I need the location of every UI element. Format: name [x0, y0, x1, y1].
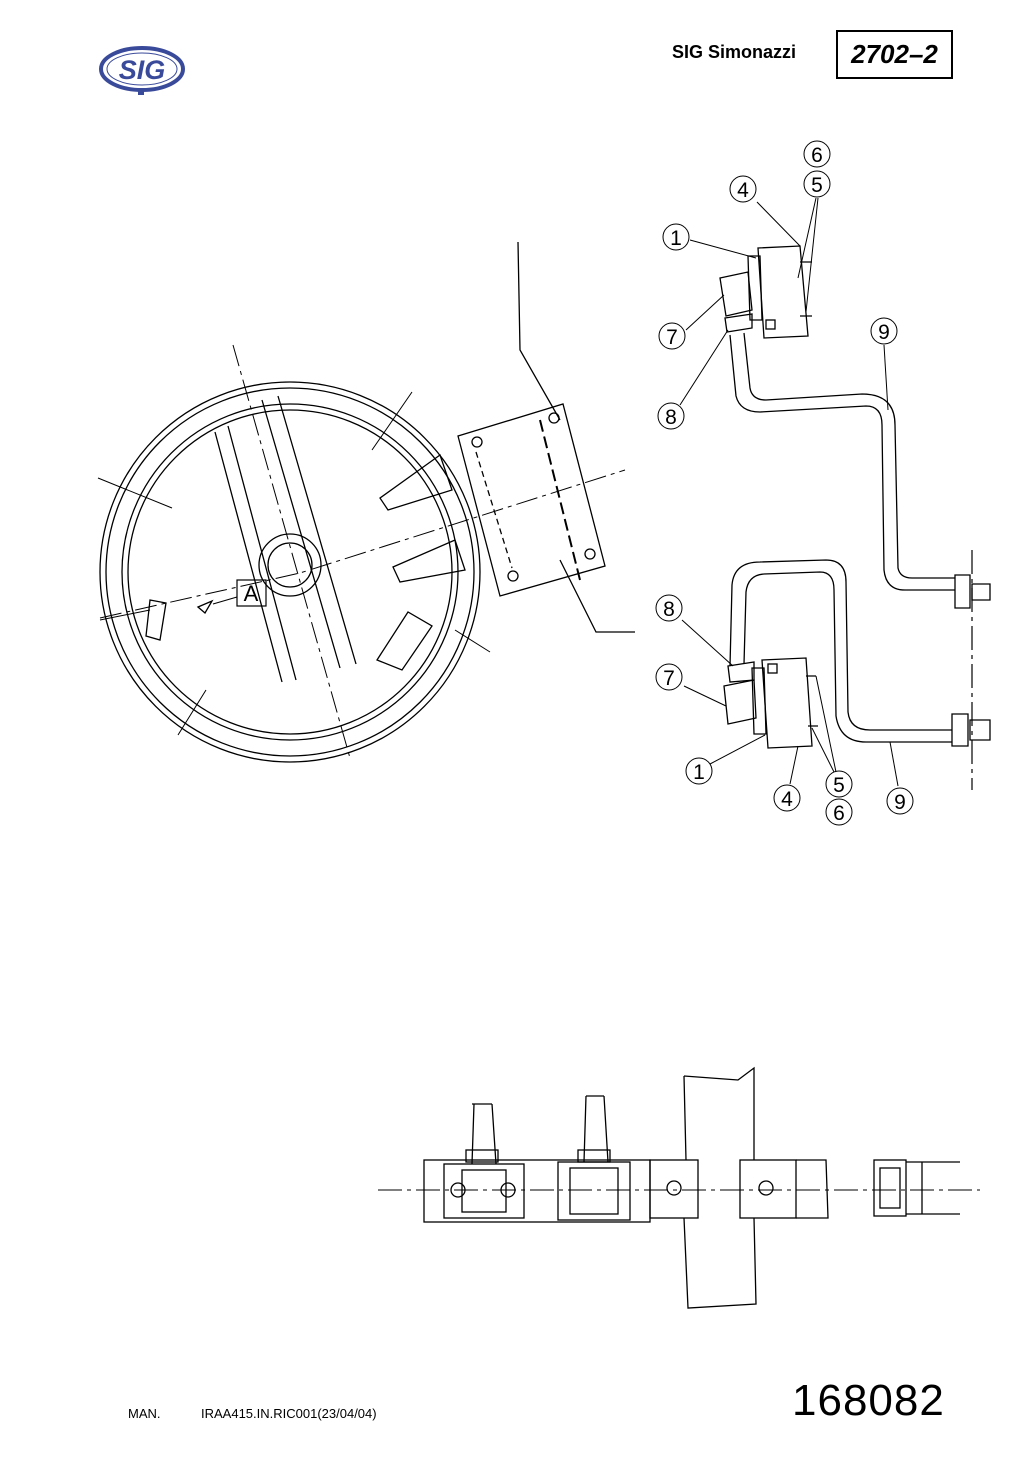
- svg-text:9: 9: [878, 321, 890, 344]
- brand-name: SIG Simonazzi: [672, 42, 797, 62]
- callout-8-bottom: 8: [655, 594, 683, 622]
- svg-text:8: 8: [663, 598, 675, 621]
- callout-4-bottom: 4: [773, 784, 801, 812]
- callout-7-bottom: 7: [655, 663, 683, 691]
- svg-text:1: 1: [693, 761, 705, 784]
- view-label: A: [244, 581, 259, 606]
- callout-4-top: 4: [729, 175, 757, 203]
- sig-logo: SIG: [99, 46, 185, 95]
- footer-man-label: MAN.: [128, 1406, 161, 1421]
- svg-text:7: 7: [666, 326, 678, 349]
- svg-text:9: 9: [894, 791, 906, 814]
- callout-8-top: 8: [657, 402, 685, 430]
- document-number: 2702–2: [836, 30, 953, 79]
- callout-6-bottom: 6: [825, 798, 853, 826]
- svg-text:1: 1: [670, 227, 682, 250]
- footer-reference: IRAA415.IN.RIC001(23/04/04): [201, 1406, 377, 1421]
- svg-text:8: 8: [665, 406, 677, 429]
- svg-text:4: 4: [737, 179, 749, 202]
- callout-5-top: 5: [803, 170, 831, 198]
- svg-text:4: 4: [781, 788, 793, 811]
- lower-valve-assembly: [723, 559, 991, 749]
- callout-9-top: 9: [870, 317, 898, 345]
- callout-1-bottom: 1: [685, 757, 713, 785]
- logo-text: SIG: [119, 55, 166, 85]
- upper-valve-assembly: [719, 245, 991, 790]
- svg-text:6: 6: [811, 144, 823, 167]
- callout-7-top: 7: [658, 322, 686, 350]
- svg-text:5: 5: [833, 774, 845, 797]
- svg-text:5: 5: [811, 174, 823, 197]
- svg-text:6: 6: [833, 802, 845, 825]
- callout-9-bottom: 9: [886, 787, 914, 815]
- callout-6-top: 6: [803, 140, 831, 168]
- svg-text:7: 7: [663, 667, 675, 690]
- callout-5-bottom: 5: [825, 770, 853, 798]
- section-view: [378, 1066, 980, 1309]
- callout-1-top: 1: [662, 223, 690, 251]
- drum-view: A: [97, 241, 635, 763]
- page-number: 168082: [792, 1376, 945, 1425]
- callouts: 6 5 4 1 7 9 8 8 7 1 5 4 9 6: [655, 140, 914, 826]
